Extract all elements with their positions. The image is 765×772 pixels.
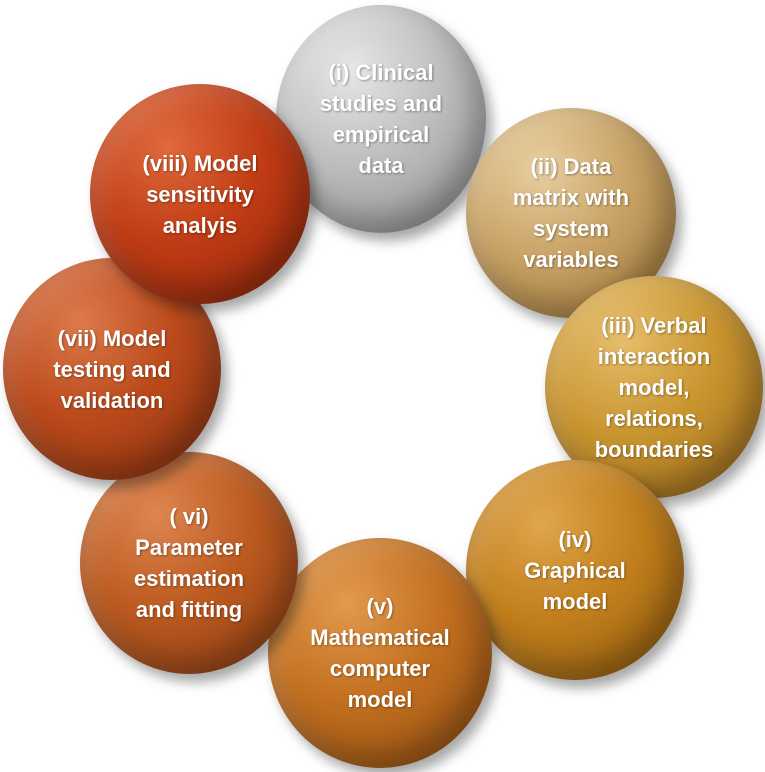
node-parameter-estimation: ( vi) Parameter estimation and fitting xyxy=(80,452,298,674)
node-label: (i) Clinical studies and empirical data xyxy=(319,60,443,178)
node-graphical-model: (iv) Graphical model xyxy=(466,460,684,680)
node-data-matrix: (ii) Data matrix with system variables xyxy=(466,108,676,318)
node-label: (v) Mathematical computer model xyxy=(310,594,450,712)
node-verbal-interaction-model: (iii) Verbal interaction model, relation… xyxy=(545,276,763,498)
node-model-sensitivity: (viii) Model sensitivity analyis xyxy=(90,84,310,304)
node-label: ( vi) Parameter estimation and fitting xyxy=(133,504,245,622)
node-mathematical-computer-model: (v) Mathematical computer model xyxy=(268,538,492,768)
node-clinical-studies: (i) Clinical studies and empirical data xyxy=(276,5,486,233)
node-label: (viii) Model sensitivity analyis xyxy=(142,150,258,238)
node-label: (iii) Verbal interaction model, relation… xyxy=(594,312,714,462)
node-label: (iv) Graphical model xyxy=(524,526,626,614)
node-label: (ii) Data matrix with system variables xyxy=(512,154,630,272)
node-label: (vii) Model testing and validation xyxy=(53,325,171,413)
